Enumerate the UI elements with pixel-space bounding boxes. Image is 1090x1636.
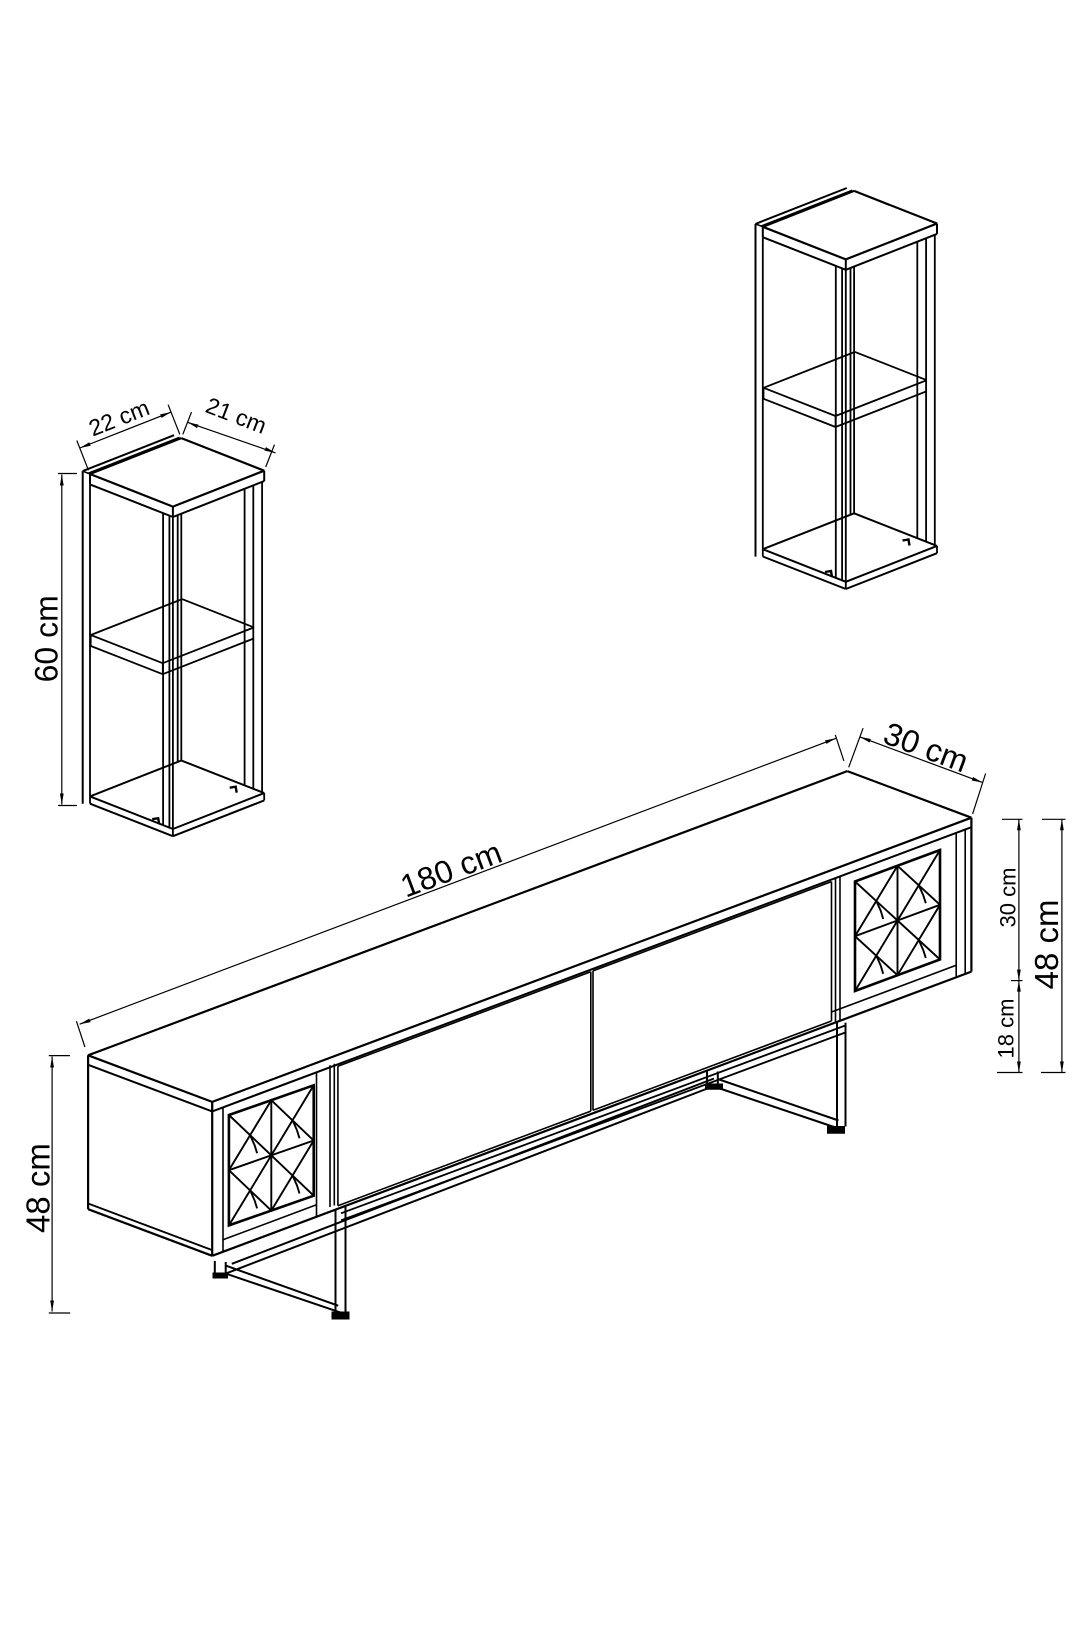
svg-text:48 cm: 48 cm	[20, 1143, 57, 1233]
svg-text:48 cm: 48 cm	[1028, 899, 1065, 989]
svg-text:60 cm: 60 cm	[29, 595, 65, 682]
svg-text:18 cm: 18 cm	[994, 999, 1019, 1059]
svg-text:30 cm: 30 cm	[996, 868, 1021, 928]
